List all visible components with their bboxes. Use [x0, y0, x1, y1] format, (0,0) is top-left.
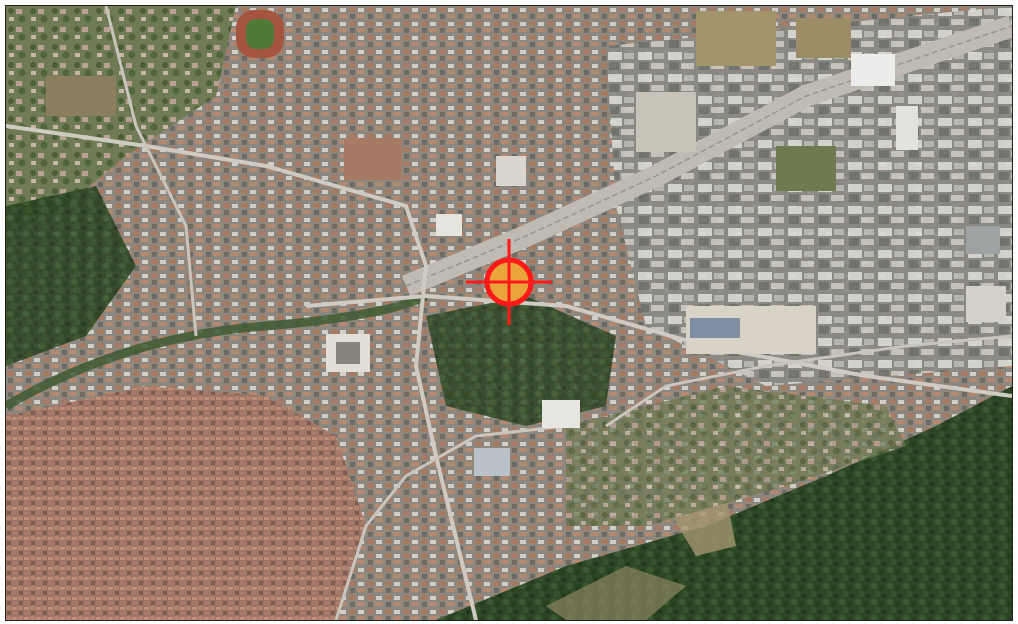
- building: [344, 138, 402, 180]
- building-roof: [690, 318, 740, 338]
- field: [696, 11, 776, 66]
- southeast-forest: [436, 386, 1012, 620]
- field: [776, 146, 836, 191]
- building: [851, 54, 895, 86]
- field: [796, 18, 851, 58]
- west-woodland: [6, 186, 136, 366]
- river-corridor: [6, 291, 429, 410]
- old-town: [6, 386, 366, 620]
- clearing: [546, 566, 686, 620]
- building: [436, 214, 462, 236]
- sports-field: [246, 19, 274, 49]
- crosshair-target-icon: [466, 239, 552, 325]
- building: [542, 400, 580, 428]
- industrial-zone: [606, 6, 1012, 386]
- road: [334, 424, 567, 620]
- building: [966, 286, 1006, 322]
- southeast-suburbs: [566, 386, 906, 526]
- road: [605, 334, 1012, 428]
- main-road: [305, 293, 1012, 398]
- map-viewport[interactable]: [5, 5, 1013, 621]
- location-marker[interactable]: [464, 237, 554, 327]
- aerial-map-image[interactable]: [6, 6, 1012, 620]
- stadium: [474, 448, 510, 476]
- road: [104, 6, 198, 337]
- main-road: [6, 124, 478, 620]
- building: [966, 226, 1000, 254]
- building: [496, 156, 526, 186]
- building: [896, 106, 918, 150]
- field: [46, 76, 116, 116]
- building-courtyard: [336, 342, 360, 364]
- building: [636, 92, 696, 152]
- northwest-suburbs: [6, 6, 236, 236]
- central-park: [426, 296, 616, 426]
